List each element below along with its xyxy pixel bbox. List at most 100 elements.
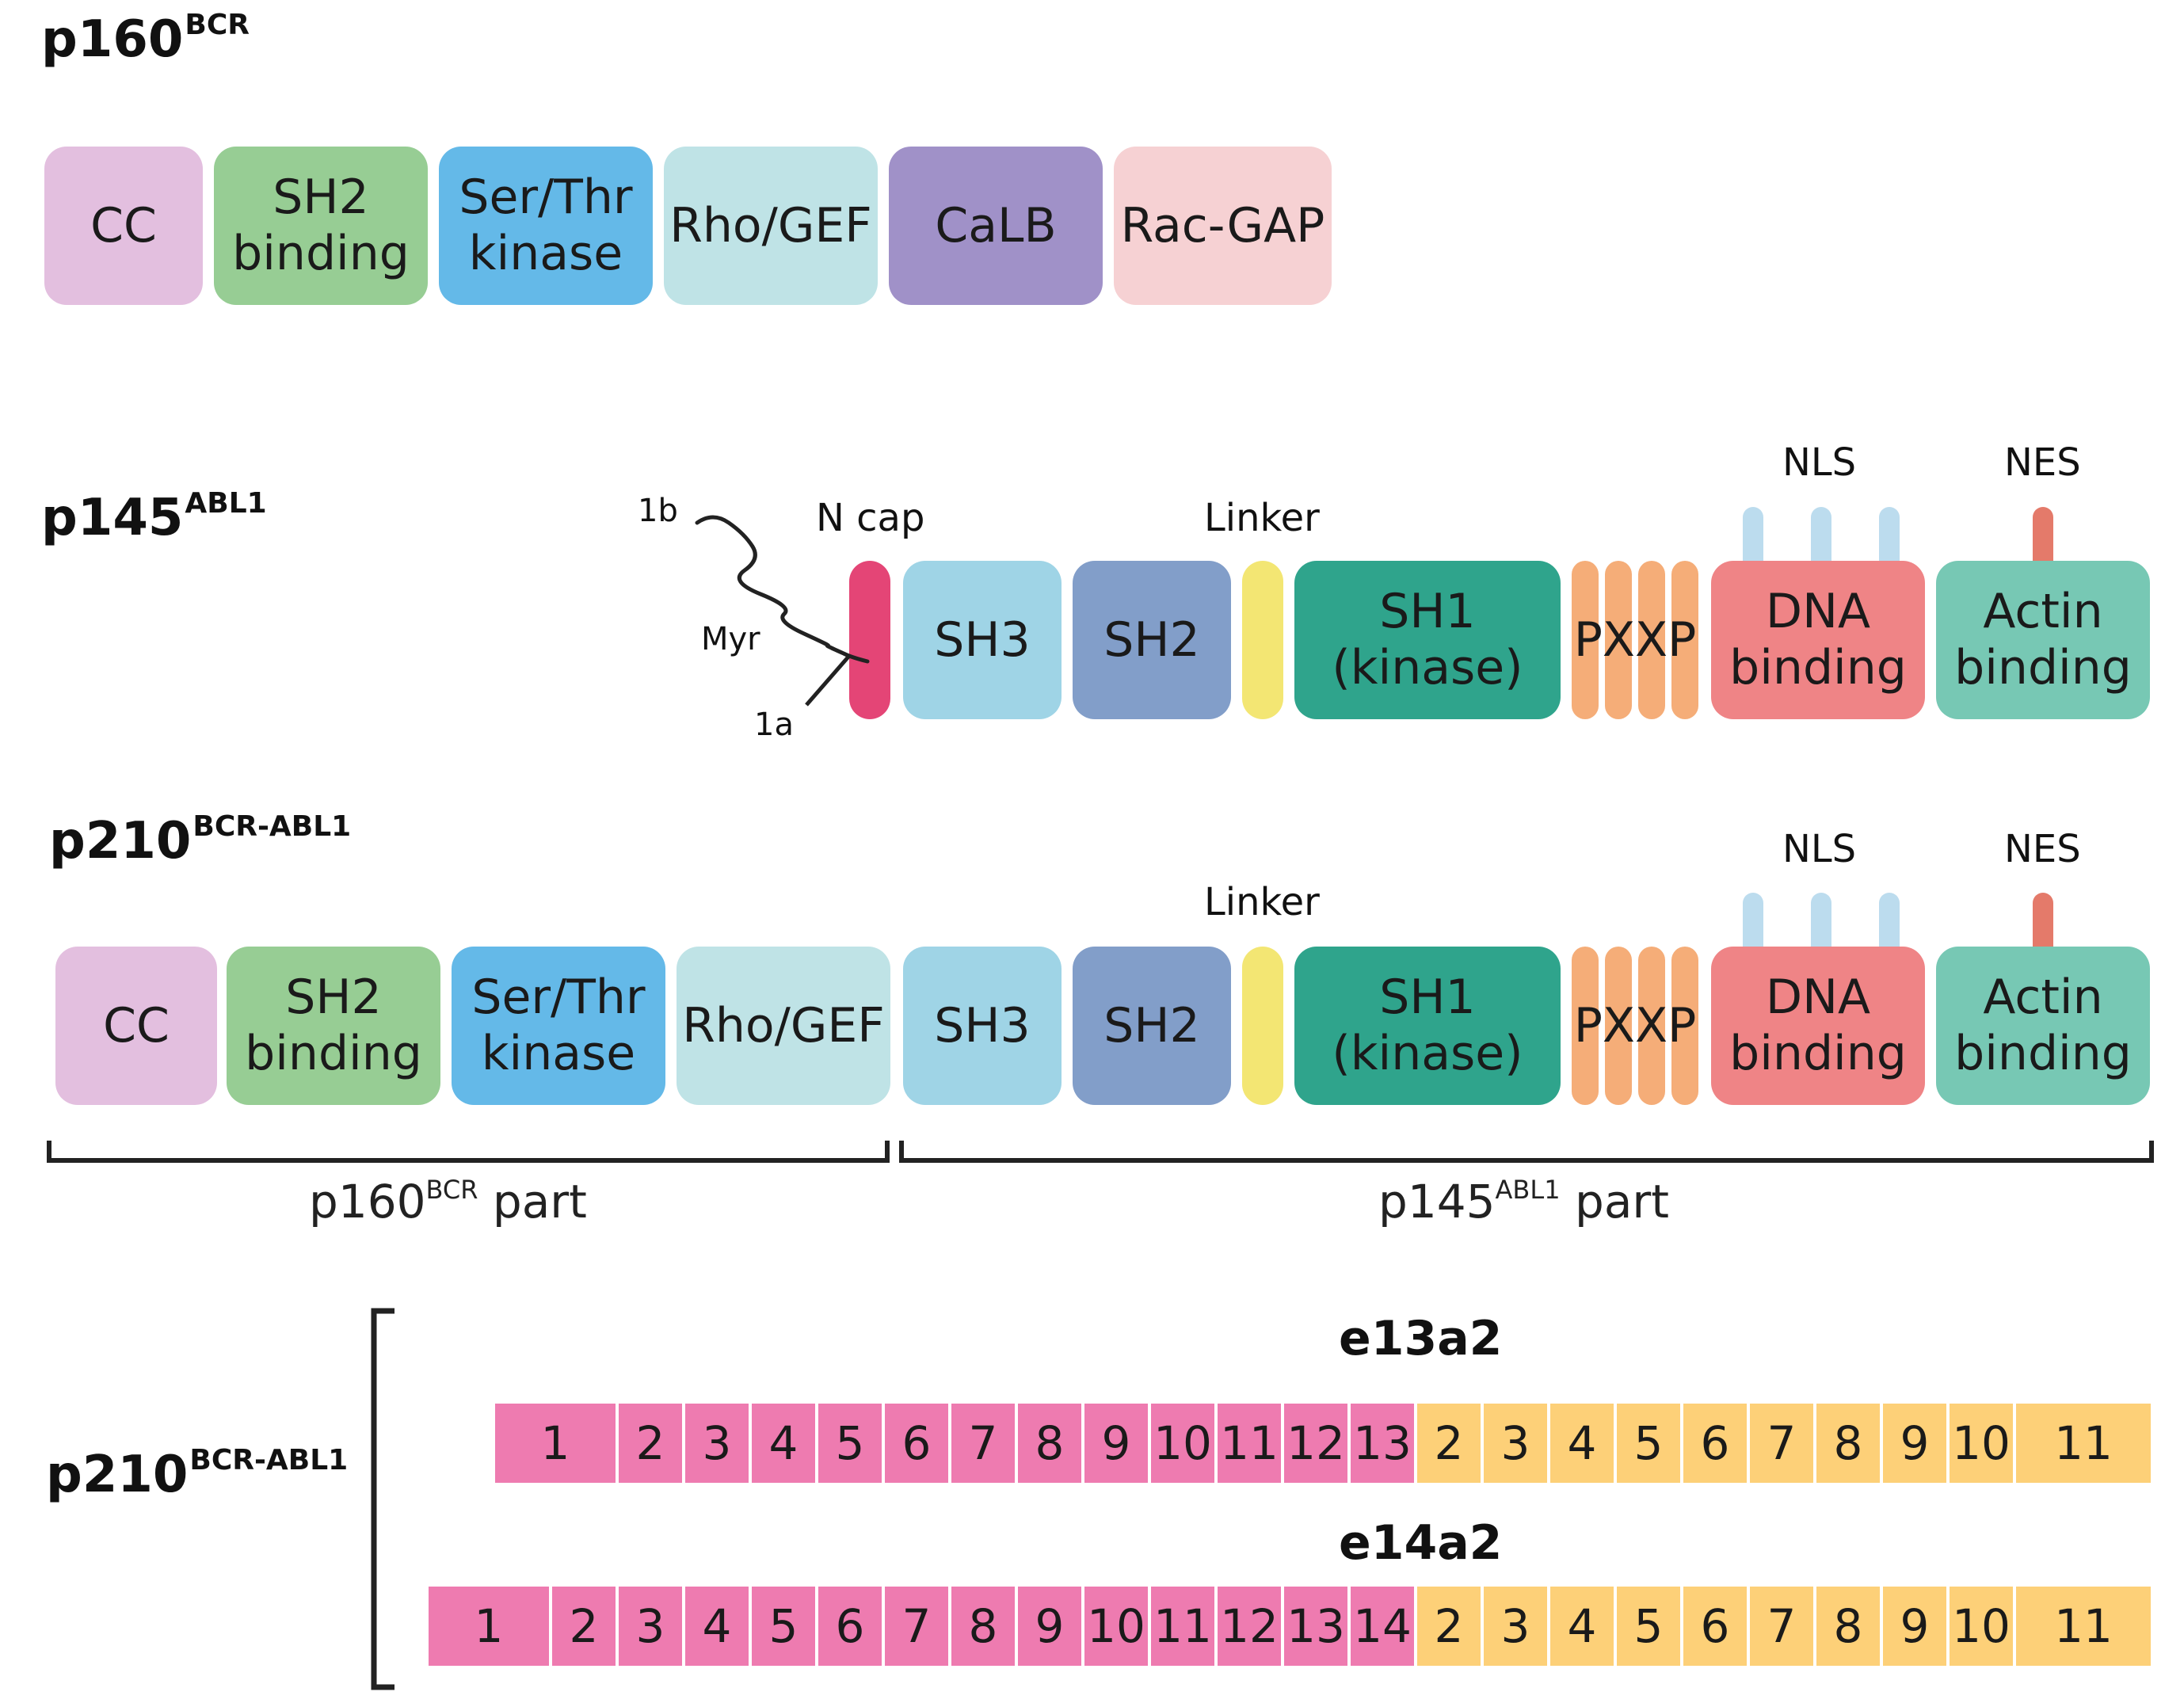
fusion-linker-label: Linker <box>1204 880 1320 924</box>
fusion-domain-ser-thr-kinase: Ser/Thr kinase <box>452 947 665 1105</box>
abl-domain-actin-binding: Actin binding <box>1936 561 2150 719</box>
bcr-exon: 9 <box>1018 1587 1081 1666</box>
myr-label: Myr <box>701 621 760 657</box>
bcr-exon: 4 <box>752 1404 815 1483</box>
fusion-nls-label: NLS <box>1782 827 1857 871</box>
title-p210bcr-abl1: p210BCR-ABL1 <box>49 810 352 871</box>
title-p145abl1: p145ABL1 <box>41 487 267 547</box>
abl-exon: 5 <box>1617 1587 1680 1666</box>
fusion-domain-dna-binding: DNA binding <box>1711 947 1925 1105</box>
bcr-exon: 5 <box>752 1587 815 1666</box>
abl-exon: 7 <box>1750 1404 1813 1483</box>
abl-domain-sh1-kinase: SH1 (kinase) <box>1294 561 1561 719</box>
abl-domain-sh3: SH3 <box>903 561 1062 719</box>
nls-signal-2 <box>1811 507 1831 564</box>
abl-exon: 8 <box>1816 1404 1880 1483</box>
bcr-exon: 13 <box>1284 1587 1347 1666</box>
bcr-domain-rac-gap: Rac-GAP <box>1114 147 1332 305</box>
bcr-exon: 7 <box>951 1404 1015 1483</box>
ncap-label: N cap <box>816 496 925 540</box>
bcr-exon: 8 <box>951 1587 1015 1666</box>
bcr-exon: 2 <box>552 1587 616 1666</box>
bcr-exon: 10 <box>1084 1587 1148 1666</box>
abl-domain-dna-binding: DNA binding <box>1711 561 1925 719</box>
fusion-domain-actin-binding: Actin binding <box>1936 947 2150 1105</box>
fusion-domain-sh2-binding: SH2 binding <box>227 947 440 1105</box>
fusion-pxxp-label: PXXP <box>1573 997 1697 1053</box>
abl-exon: 11 <box>2016 1404 2151 1483</box>
myr-wavy-line <box>695 515 870 664</box>
exon-1a-label: 1a <box>754 707 794 743</box>
fusion-domain-sh3: SH3 <box>903 947 1062 1105</box>
bcr-exon: 1 <box>429 1587 549 1666</box>
bcr-exon: 8 <box>1018 1404 1081 1483</box>
abl-exon: 9 <box>1883 1587 1946 1666</box>
bcr-domain-cc: CC <box>44 147 203 305</box>
fusion-nes-label: NES <box>2004 827 2081 871</box>
abl-exon: 9 <box>1883 1404 1946 1483</box>
bcr-exon: 11 <box>1218 1404 1281 1483</box>
bcr-exon: 13 <box>1351 1404 1414 1483</box>
nes-signal <box>2033 507 2053 564</box>
fusion-domain-cc: CC <box>55 947 217 1105</box>
nes-label: NES <box>2004 440 2081 485</box>
bcr-part-bracket <box>47 1141 890 1163</box>
fusion-nls-signal-1 <box>1743 893 1763 950</box>
abl-exon: 5 <box>1617 1404 1680 1483</box>
bcr-exon: 12 <box>1284 1404 1347 1483</box>
abl-exon: 10 <box>1950 1587 2013 1666</box>
exon-1a-line <box>805 654 851 707</box>
pxxp-label: PXXP <box>1573 611 1697 668</box>
nls-signal-1 <box>1743 507 1763 564</box>
transcript-name-e14a2: e14a2 <box>1339 1515 1503 1571</box>
fusion-domain-rho-gef: Rho/GEF <box>677 947 890 1105</box>
abl-exon: 10 <box>1950 1404 2013 1483</box>
bcr-domain-calb: CaLB <box>889 147 1103 305</box>
fusion-domain-sh1-kinase: SH1 (kinase) <box>1294 947 1561 1105</box>
bcr-exon: 11 <box>1151 1587 1214 1666</box>
transcript-name-e13a2: e13a2 <box>1339 1311 1503 1366</box>
abl-part-label: p145ABL1 part <box>1378 1175 1669 1229</box>
bcr-domain-sh2-binding: SH2 binding <box>214 147 428 305</box>
bcr-part-label: p160BCR part <box>309 1175 587 1229</box>
abl-exon: 11 <box>2016 1587 2151 1666</box>
bcr-exon: 9 <box>1084 1404 1148 1483</box>
abl-exon: 7 <box>1750 1587 1813 1666</box>
fusion-domain-sh2: SH2 <box>1073 947 1231 1105</box>
bcr-exon: 7 <box>885 1587 948 1666</box>
abl-exon: 6 <box>1683 1587 1747 1666</box>
abl-exon: 8 <box>1816 1587 1880 1666</box>
abl-part-bracket <box>899 1141 2154 1163</box>
bcr-domain-ser-thr-kinase: Ser/Thr kinase <box>439 147 653 305</box>
bcr-exon: 5 <box>818 1404 882 1483</box>
abl-exon: 4 <box>1550 1404 1614 1483</box>
bcr-exon: 6 <box>885 1404 948 1483</box>
exon-1b-label: 1b <box>638 493 678 529</box>
abl-exon: 4 <box>1550 1587 1614 1666</box>
transcript-bracket <box>371 1308 394 1690</box>
fusion-nls-signal-3 <box>1879 893 1900 950</box>
title-p210-transcripts: p210BCR-ABL1 <box>46 1444 349 1504</box>
abl-exon: 2 <box>1417 1587 1481 1666</box>
bcr-exon: 6 <box>818 1587 882 1666</box>
fusion-nls-signal-2 <box>1811 893 1831 950</box>
title-p160bcr: p160BCR <box>41 9 250 69</box>
abl-exon: 3 <box>1484 1404 1547 1483</box>
nls-signal-3 <box>1879 507 1900 564</box>
bcr-exon: 1 <box>495 1404 616 1483</box>
nls-label: NLS <box>1782 440 1857 485</box>
bcr-exon: 3 <box>685 1404 749 1483</box>
bcr-exon: 2 <box>619 1404 682 1483</box>
bcr-exon: 14 <box>1351 1587 1414 1666</box>
bcr-exon: 12 <box>1218 1587 1281 1666</box>
linker-label: Linker <box>1204 496 1320 540</box>
abl-ncap <box>849 561 890 719</box>
bcr-exon: 4 <box>685 1587 749 1666</box>
abl-domain-sh2: SH2 <box>1073 561 1231 719</box>
bcr-exon: 3 <box>619 1587 682 1666</box>
bcr-exon: 10 <box>1151 1404 1214 1483</box>
abl-exon: 3 <box>1484 1587 1547 1666</box>
fusion-linker <box>1242 947 1283 1105</box>
abl-exon: 6 <box>1683 1404 1747 1483</box>
